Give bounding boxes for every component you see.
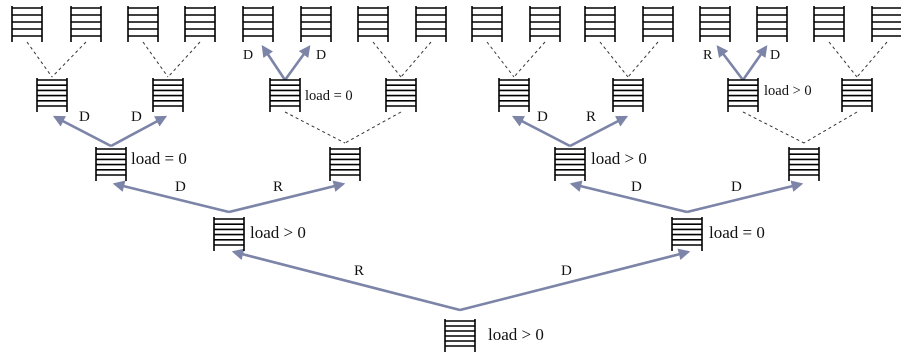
queue-icon	[727, 78, 759, 112]
dashed-edge	[142, 41, 169, 78]
arrow-l1left-right	[228, 180, 346, 214]
leaf-queue-icon	[584, 6, 616, 42]
level2-ll-load-label: load = 0	[131, 149, 187, 168]
edge-label-rll: D	[537, 109, 548, 125]
arrow-rrl-right	[741, 45, 768, 81]
arrow-l1right-left	[569, 180, 688, 214]
root-load-label: load > 0	[488, 325, 544, 344]
leaf-queue-icon	[756, 6, 788, 42]
level2-rl-load-label: load > 0	[591, 149, 647, 168]
leaf-queue-icon	[871, 6, 901, 42]
level1-left-load-label: load > 0	[250, 223, 306, 242]
leaf-queue-icon	[415, 6, 447, 42]
arrow-ll-right	[110, 115, 168, 148]
leaf-queue-icon	[184, 6, 216, 42]
leaf-queue-icon	[642, 6, 674, 42]
queue-icon	[788, 147, 820, 181]
root-queue-icon	[444, 319, 476, 352]
queue-icon	[841, 78, 873, 112]
leaf-queue-icon	[357, 6, 389, 42]
dashed-edge	[26, 41, 53, 78]
edge-label-rr: D	[731, 179, 742, 195]
dashed-edge	[486, 41, 515, 78]
queue-icon	[152, 78, 184, 112]
queue-icon	[385, 78, 417, 112]
dashed-edge	[599, 41, 629, 78]
level1-right-load-label: load = 0	[709, 223, 765, 242]
leaf-queue-icon	[127, 6, 159, 42]
arrow-rl-right	[569, 115, 629, 148]
edge-label-llr: D	[131, 109, 142, 125]
edge-label-root-left: R	[354, 263, 364, 279]
dashed-edge	[742, 111, 805, 144]
leaf-queue-icon	[70, 6, 102, 42]
arrow-ll-left	[52, 115, 112, 148]
edge-label-rrl-left: R	[703, 48, 713, 63]
dashed-edge	[167, 41, 201, 78]
queue-icon	[671, 217, 703, 251]
edge-label-rl: D	[631, 179, 642, 195]
dashed-edge	[284, 111, 346, 144]
dashed-edge	[856, 41, 888, 78]
dashed-edge	[400, 41, 432, 78]
edge-label-rrl-right: D	[770, 48, 780, 63]
dashed-edge	[828, 41, 858, 78]
arrows	[52, 45, 804, 312]
arrow-rl-left	[511, 115, 571, 148]
leaf-queue-icon	[471, 6, 503, 42]
leaf-queue-icon	[813, 6, 845, 42]
dashed-edge	[344, 111, 402, 144]
leaf-queue-icon	[699, 6, 731, 42]
edge-label-lr: R	[273, 179, 283, 195]
arrow-root-left	[231, 248, 461, 312]
arrow-lrl-right	[283, 45, 311, 81]
nodes	[11, 6, 901, 352]
level3-rrl-load-label: load > 0	[764, 83, 812, 99]
queue-icon	[36, 78, 68, 112]
leaf-queue-icon	[242, 6, 274, 42]
dashed-edge	[803, 111, 858, 144]
level3-lrl-load-label: load = 0	[305, 88, 353, 104]
queue-icon	[612, 78, 644, 112]
queue-icon	[95, 147, 127, 181]
leaf-queue-icon	[529, 6, 561, 42]
edge-label-lrl-right: D	[316, 48, 326, 63]
queue-icon	[213, 217, 245, 251]
queue-icon	[498, 78, 530, 112]
leaf-queue-icon	[11, 6, 43, 42]
arrow-l1right-right	[686, 180, 804, 214]
arrow-l1left-left	[112, 180, 230, 214]
arrow-lrl-left	[261, 45, 287, 81]
edge-label-ll: D	[175, 179, 186, 195]
queue-icon	[554, 147, 586, 181]
arrow-rrl-left	[716, 45, 745, 81]
edge-label-root-right: D	[561, 263, 572, 279]
leaf-queue-icon	[300, 6, 332, 42]
dashed-connectors	[26, 41, 888, 144]
dashed-edge	[51, 41, 87, 78]
dashed-edge	[513, 41, 546, 78]
dashed-edge	[627, 41, 659, 78]
edge-label-rlr: R	[586, 109, 596, 125]
edge-label-lrl-left: D	[243, 48, 253, 63]
queue-icon	[269, 78, 301, 112]
arrow-root-right	[459, 248, 691, 312]
queue-icon	[329, 147, 361, 181]
dashed-edge	[372, 41, 402, 78]
edge-label-lll: D	[79, 109, 90, 125]
